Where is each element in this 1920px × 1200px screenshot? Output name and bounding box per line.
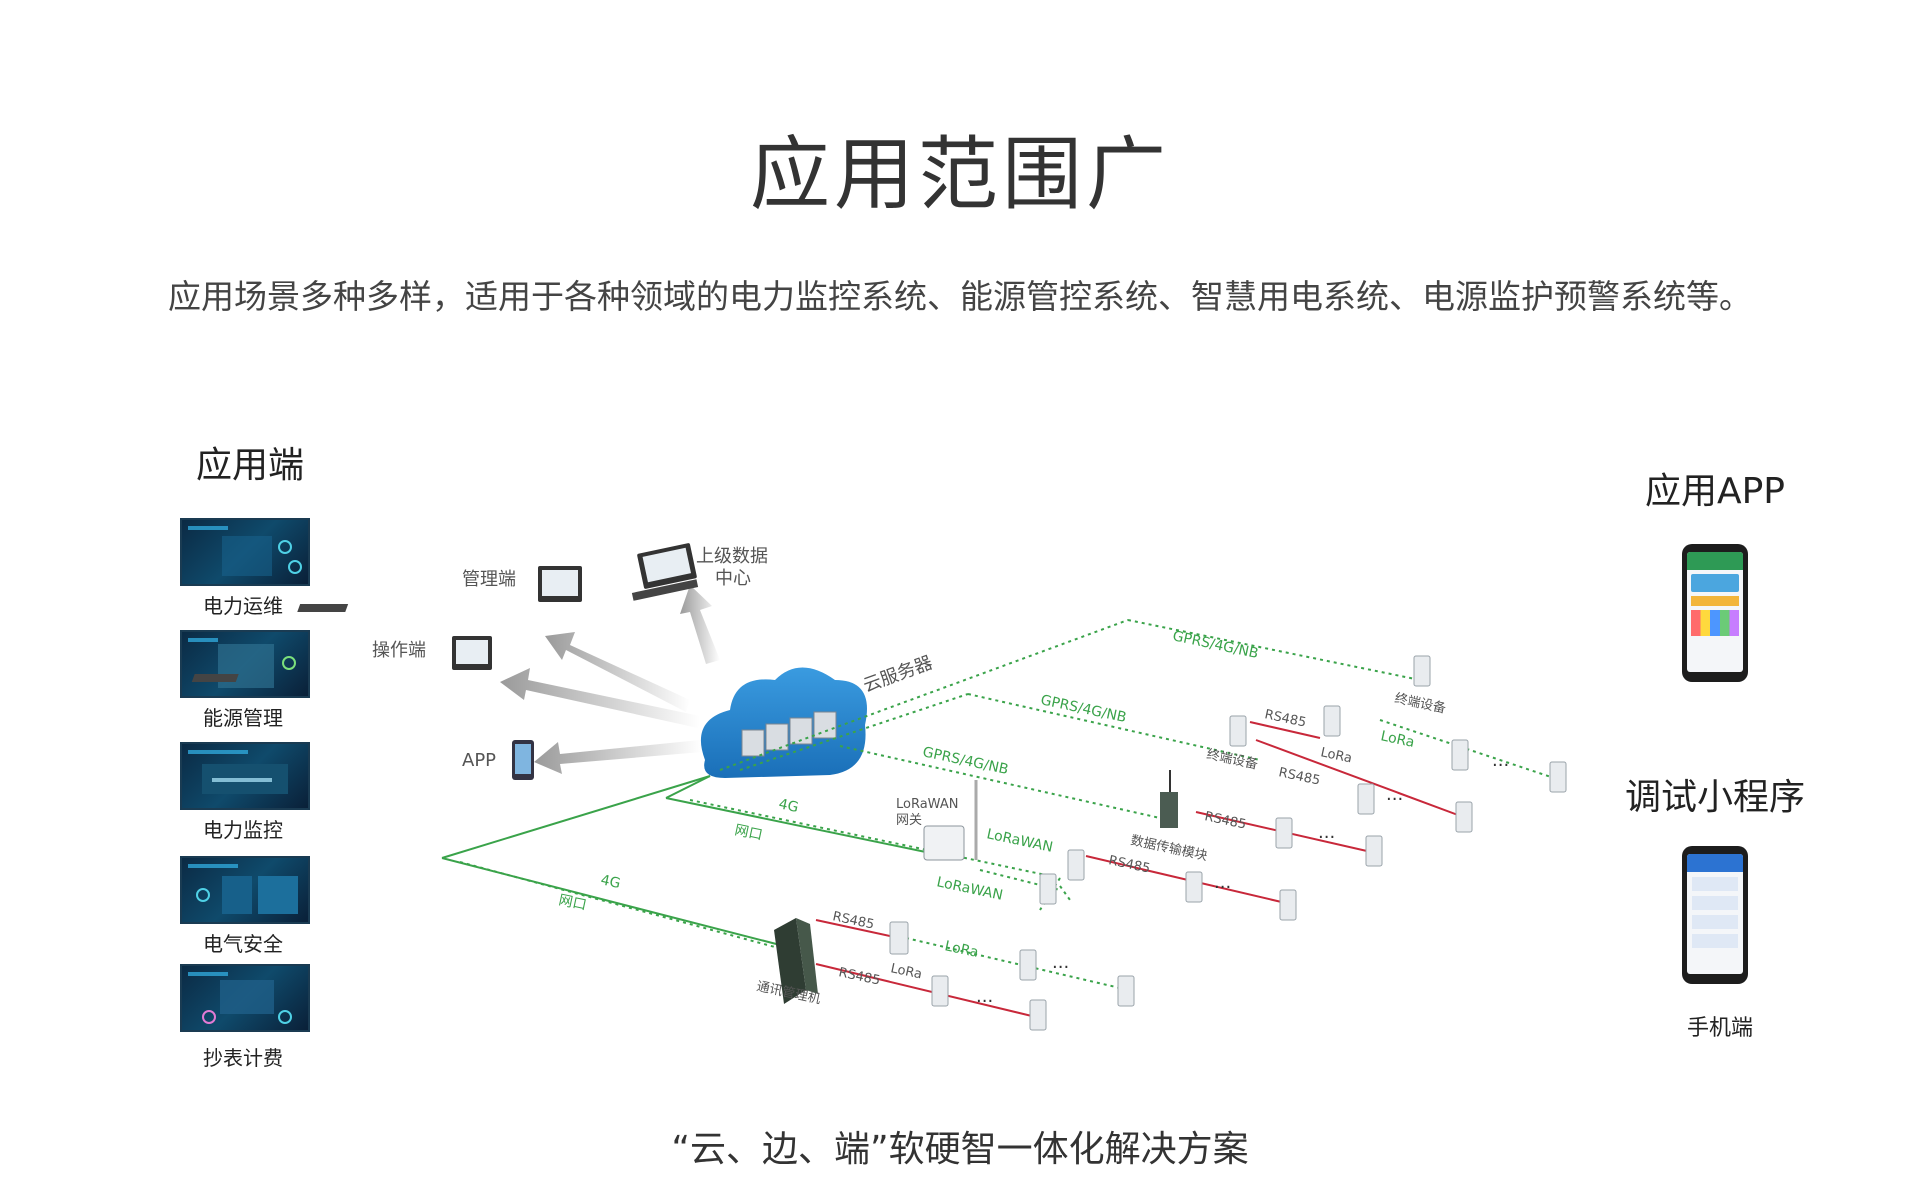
ellipsis: ... — [1214, 872, 1231, 893]
app-item-label: 电力运维 — [203, 594, 283, 618]
net-port-label: 网口 — [733, 822, 764, 843]
left-heading: 应用端 — [195, 445, 304, 486]
data-module-icon — [1160, 770, 1178, 828]
screen-thumb-metering — [180, 964, 310, 1032]
terminal-devices — [889, 655, 1567, 1031]
network-lines — [441, 775, 941, 947]
gprs-label: GPRS/4G/NB — [921, 744, 1010, 778]
screen-thumb-electrical-safety — [180, 856, 310, 924]
rs485-label: RS485 — [837, 965, 881, 988]
lora-label: LoRa — [1319, 745, 1353, 766]
rs485-label: RS485 — [1107, 853, 1151, 876]
lora-label: LoRa — [889, 961, 923, 982]
ellipsis: ... — [1052, 952, 1069, 973]
dotted-links — [459, 619, 1561, 989]
gprs-label: GPRS/4G/NB — [1171, 628, 1260, 662]
app-item-label: 抄表计费 — [203, 1046, 283, 1070]
admin-label: 管理端 — [462, 569, 516, 590]
bottom-caption: “云、边、端”软硬智一体化解决方案 — [671, 1129, 1249, 1170]
arrow-to-admin — [545, 632, 690, 712]
intro-text: 应用场景多种多样，适用于各种领域的电力监控系统、能源管控系统、智慧用电系统、电源… — [168, 277, 1752, 316]
comm-manager-icon — [774, 918, 818, 1004]
screen-thumb-power-ops — [180, 518, 310, 586]
rs485-label: RS485 — [831, 909, 875, 932]
app-item-label: 能源管理 — [203, 706, 283, 730]
ellipsis: ... — [976, 986, 993, 1007]
cloud-label: 云服务器 — [861, 652, 936, 696]
phone-miniprogram-image — [1682, 846, 1748, 984]
operator-pc-icon — [191, 636, 492, 682]
upper-laptop-icon — [631, 543, 699, 601]
net-port-label: 网口 — [557, 892, 588, 913]
arrow-to-operator — [500, 668, 700, 728]
gprs-label: GPRS/4G/NB — [1039, 692, 1128, 726]
lorawan-gateway-label-1: LoRaWAN — [896, 797, 958, 812]
app-tablet-icon — [512, 740, 534, 780]
arrow-to-upper — [680, 585, 720, 664]
cloud-server-icon — [700, 667, 867, 778]
lorawan-gateway-icon — [923, 780, 978, 861]
ellipsis: ... — [1492, 750, 1509, 771]
lorawan-gateway-label-2: 网关 — [896, 813, 922, 828]
arrow-to-app — [534, 740, 702, 774]
admin-pc-icon — [297, 566, 582, 612]
upper-label-2: 中心 — [715, 568, 751, 589]
screen-thumb-energy — [180, 630, 310, 698]
net-4g-label: 4G — [777, 796, 800, 816]
operator-label: 操作端 — [372, 640, 426, 661]
lora-label: LoRa — [1379, 728, 1416, 751]
app-heading: 应用APP — [1644, 471, 1786, 512]
upper-label-1: 上级数据 — [696, 546, 768, 567]
phone-app-image — [1682, 544, 1748, 682]
net-4g-label: 4G — [599, 872, 622, 892]
app-item-label: 电力监控 — [203, 818, 283, 842]
app-item-label: 电气安全 — [203, 932, 283, 956]
rs485-label: RS485 — [1203, 809, 1247, 832]
ellipsis: ... — [1386, 784, 1403, 805]
screen-thumb-monitoring — [180, 742, 310, 810]
app-label: APP — [462, 750, 496, 771]
lorawan-label: LoRaWAN — [985, 826, 1054, 856]
terminal-device-label: 终端设备 — [1205, 746, 1259, 772]
rs485-label: RS485 — [1277, 765, 1321, 788]
terminal-device-label: 终端设备 — [1393, 690, 1447, 716]
lorawan-label: LoRaWAN — [935, 874, 1004, 904]
miniprogram-heading: 调试小程序 — [1624, 777, 1805, 818]
arrows-group — [500, 585, 720, 774]
ellipsis: ... — [1318, 822, 1335, 843]
lora-label: LoRa — [943, 938, 980, 961]
phone-label: 手机端 — [1686, 1016, 1753, 1041]
page-title: 应用范围广 — [750, 128, 1170, 221]
rs485-lines — [815, 721, 1467, 1019]
